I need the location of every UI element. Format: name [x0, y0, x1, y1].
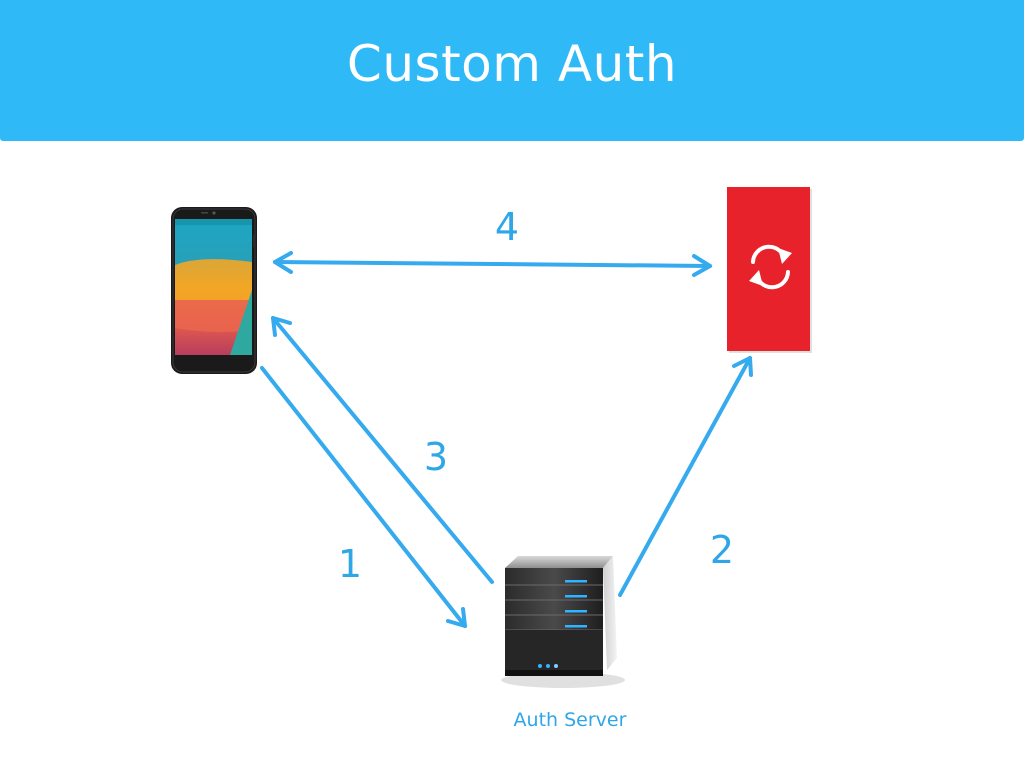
sync-icon — [727, 187, 812, 353]
header-bar: Custom Auth — [0, 0, 1024, 141]
smartphone-icon — [171, 207, 257, 374]
step-label-3: 3 — [424, 435, 448, 479]
page-title: Custom Auth — [346, 35, 678, 93]
arrow-step-1 — [260, 366, 467, 628]
step-label-1: 1 — [338, 542, 362, 586]
step-label-4: 4 — [495, 205, 519, 249]
step-label-2: 2 — [710, 528, 734, 572]
server-icon — [501, 556, 625, 688]
arrow-step-4 — [273, 251, 712, 277]
arrow-step-3 — [271, 316, 494, 584]
server-label: Auth Server — [514, 709, 627, 731]
arrow-step-2 — [618, 356, 753, 597]
